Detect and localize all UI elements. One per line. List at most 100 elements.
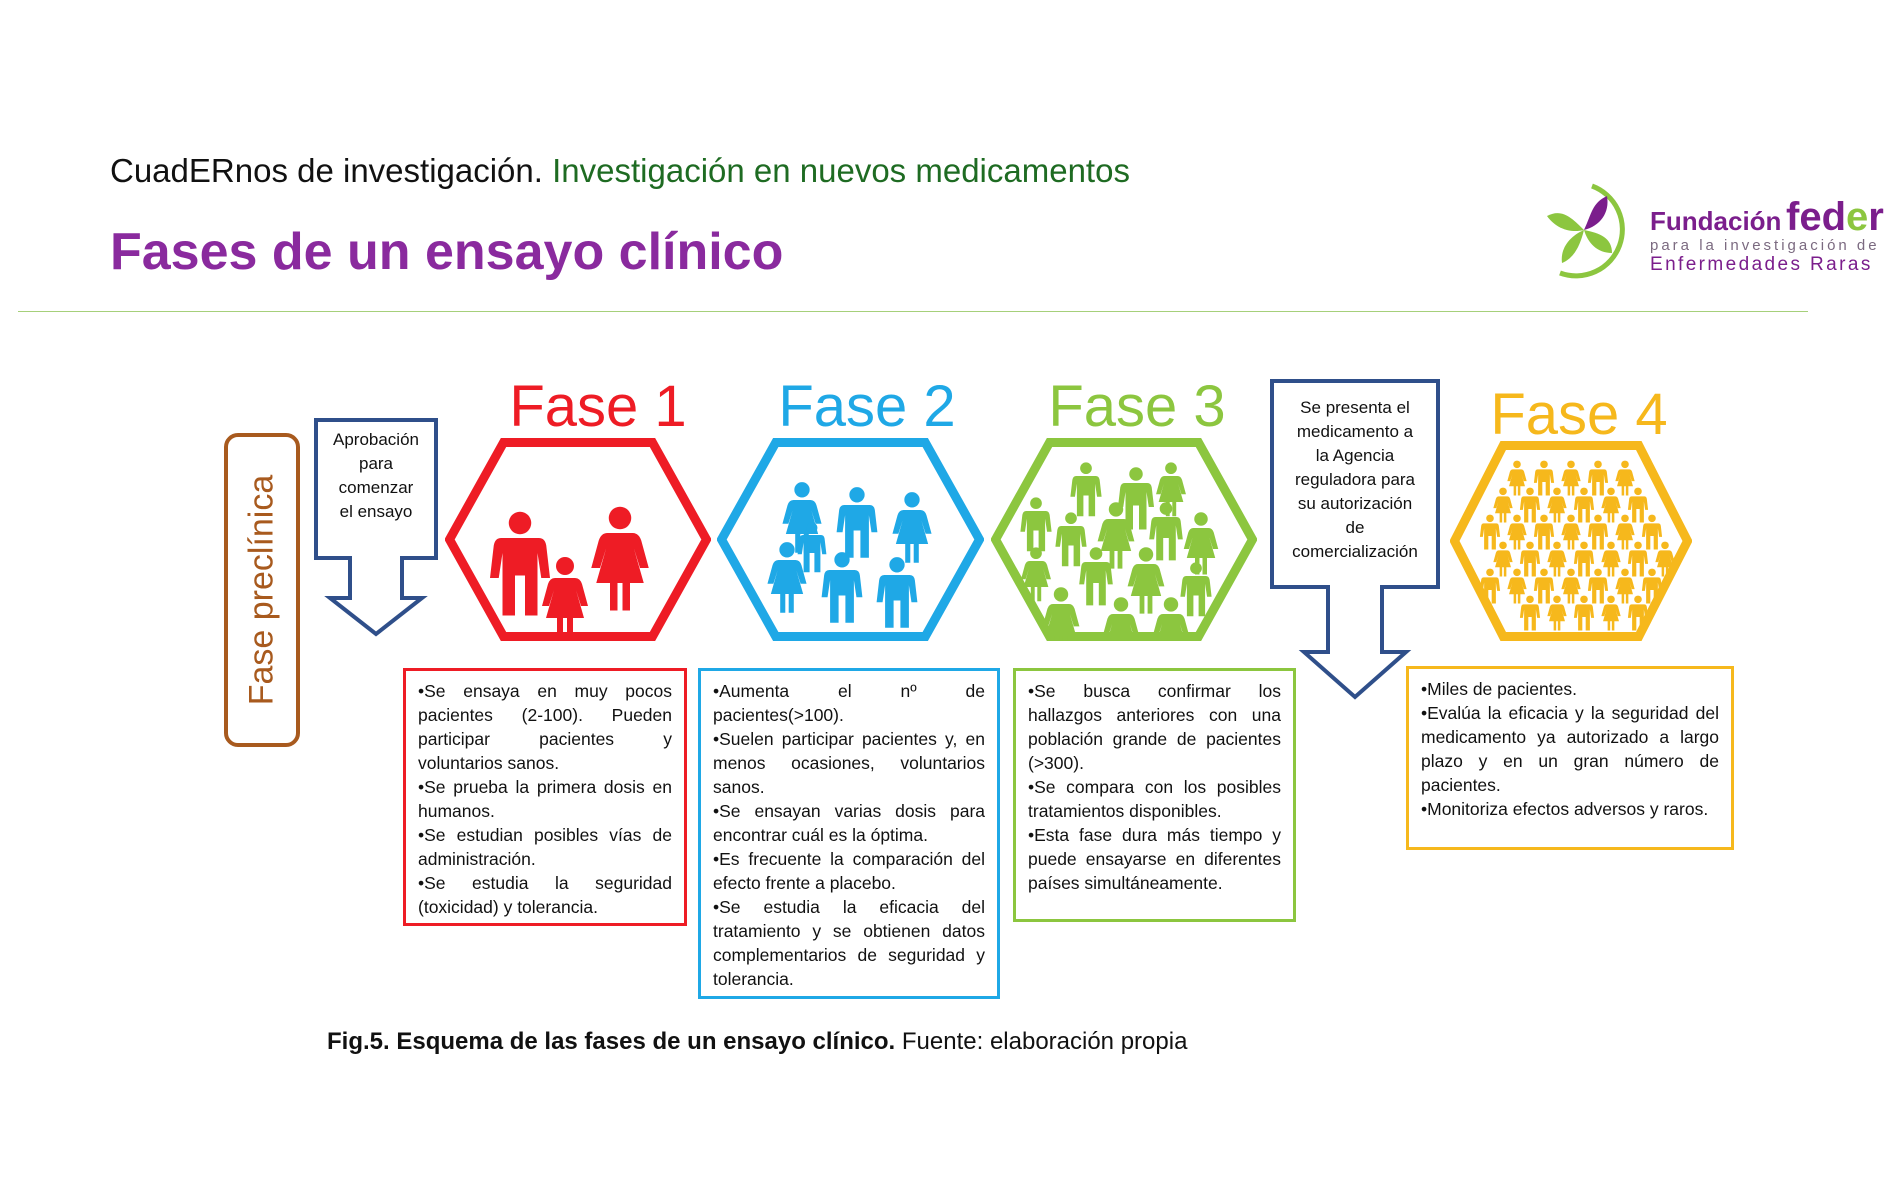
page-title: Fases de un ensayo clínico xyxy=(110,223,784,281)
person-icon xyxy=(1519,487,1541,523)
person-icon xyxy=(1587,460,1609,496)
arrow-text-line: su autorización xyxy=(1297,494,1413,513)
person-icon xyxy=(1533,568,1555,604)
bullet-item: •Se estudia la seguridad (toxicidad) y t… xyxy=(418,873,672,917)
person-icon xyxy=(1627,487,1649,523)
logo-name: Fundación xyxy=(1650,206,1781,236)
bullet-item: •Suelen participar pacientes y, en menos… xyxy=(713,729,985,797)
person-icon xyxy=(782,482,822,553)
person-icon xyxy=(836,487,878,558)
bullet-item: •Evalúa la eficacia y la seguridad del m… xyxy=(1421,703,1719,795)
bullet-item: •Se estudia la eficacia del tratamiento … xyxy=(713,897,985,989)
person-icon xyxy=(1021,547,1051,602)
phase-hexagon xyxy=(445,438,711,641)
person-icon xyxy=(1533,514,1555,550)
person-icon xyxy=(1097,502,1135,569)
approval-arrow xyxy=(314,418,438,637)
bullet-item: •Aumenta el nº de pacientes(>100). xyxy=(713,681,985,725)
person-icon xyxy=(876,557,918,628)
person-icon xyxy=(1156,462,1186,517)
bullet-item: •Se prueba la primera dosis en humanos. xyxy=(418,777,672,821)
phase-title: Fase 2 xyxy=(778,374,956,439)
phase-hexagon xyxy=(991,438,1257,641)
arrow-text-line: medicamento a xyxy=(1296,422,1414,441)
person-icon xyxy=(591,506,649,611)
preclinical-label: Fase preclínica xyxy=(242,474,281,706)
phase-description-box: •Aumenta el nº de pacientes(>100).•Suele… xyxy=(698,668,1000,999)
phase-title: Fase 1 xyxy=(509,374,687,439)
person-icon xyxy=(1587,568,1609,604)
person-icon xyxy=(1079,547,1113,606)
arrow-text-line: el ensayo xyxy=(339,502,413,521)
person-icon xyxy=(1573,595,1595,631)
bullet-item: •Miles de pacientes. xyxy=(1421,679,1577,699)
person-icon xyxy=(1573,541,1595,577)
person-icon xyxy=(1601,595,1621,631)
arrow-text-line: de xyxy=(1345,518,1365,537)
person-icon xyxy=(1615,514,1635,550)
figure-caption: Fig.5. Esquema de las fases de un ensayo… xyxy=(327,1028,1187,1056)
arrow-text-line: reguladora para xyxy=(1294,470,1416,489)
person-icon xyxy=(1507,514,1527,550)
arrow-text-line: la Agencia xyxy=(1315,446,1395,465)
person-icon xyxy=(1507,460,1527,496)
arrow-text-line: comenzar xyxy=(338,478,414,497)
phase-title: Fase 3 xyxy=(1048,374,1226,439)
person-icon xyxy=(1641,568,1663,604)
preclinical-phase-box: Fase preclínica xyxy=(224,433,300,747)
person-icon xyxy=(1547,487,1567,523)
person-icon xyxy=(1507,568,1527,604)
bullet-item: •Monitoriza efectos adversos y raros. xyxy=(1421,799,1709,819)
phase-description-box: •Miles de pacientes. •Evalúa la eficacia … xyxy=(1406,666,1734,850)
bullet-item: •Se busca confirmar los hallazgos anteri… xyxy=(1028,681,1281,773)
divider xyxy=(18,311,1808,312)
person-icon xyxy=(767,542,807,613)
authorization-arrow xyxy=(1270,379,1440,700)
logo-arc xyxy=(1559,183,1625,279)
person-icon xyxy=(1533,460,1555,496)
person-icon xyxy=(1493,541,1513,577)
person-icon xyxy=(1149,502,1183,561)
person-icon xyxy=(1152,597,1190,641)
person-icon xyxy=(1601,487,1621,523)
series-name: CuadERnos de investigación. xyxy=(110,152,543,189)
person-icon xyxy=(1055,512,1087,567)
person-icon xyxy=(1479,514,1501,550)
bullet-item: •Se ensaya en muy pocos pacientes (2-100… xyxy=(418,681,672,773)
person-icon xyxy=(1493,487,1513,523)
series-subject: Investigación en nuevos medicamentos xyxy=(552,152,1130,189)
arrow-text-line: Se presenta el xyxy=(1300,398,1410,417)
person-icon xyxy=(1102,597,1140,641)
person-icon xyxy=(1587,514,1609,550)
person-icon xyxy=(892,492,932,563)
person-icon xyxy=(490,511,550,616)
person-icon xyxy=(1547,541,1567,577)
person-icon xyxy=(1561,568,1581,604)
person-icon xyxy=(1547,595,1567,631)
phase-hexagon xyxy=(717,438,984,641)
person-icon xyxy=(1020,497,1052,552)
person-icon xyxy=(1561,514,1581,550)
person-icon xyxy=(1655,541,1675,577)
arrow-text-line: Aprobación xyxy=(332,430,419,449)
person-icon xyxy=(1561,460,1581,496)
bullet-item: •Se compara con los posibles tratamiento… xyxy=(1028,777,1281,821)
series-header: CuadERnos de investigación. Investigació… xyxy=(110,152,1130,190)
person-icon xyxy=(1627,595,1649,631)
phase-description-box: •Se busca confirmar los hallazgos anteri… xyxy=(1013,668,1296,922)
person-icon xyxy=(797,522,827,573)
person-icon xyxy=(1615,460,1635,496)
person-icon xyxy=(1519,595,1541,631)
person-icon xyxy=(1573,487,1595,523)
logo-line2: Enfermedades Raras xyxy=(1650,254,1873,275)
person-icon xyxy=(821,552,863,623)
bullet-item: •Se estudian posibles vías de administra… xyxy=(418,825,672,869)
person-icon xyxy=(1627,541,1649,577)
person-icon xyxy=(1479,568,1501,604)
person-icon xyxy=(1519,541,1541,577)
logo-brand: feder xyxy=(1786,195,1884,239)
bullet-item: •Esta fase dura más tiempo y puede ensay… xyxy=(1028,825,1281,893)
phase-hexagon xyxy=(1450,441,1692,641)
phase-description-box: •Se ensaya en muy pocos pacientes (2-100… xyxy=(403,668,687,926)
person-icon xyxy=(542,557,588,640)
